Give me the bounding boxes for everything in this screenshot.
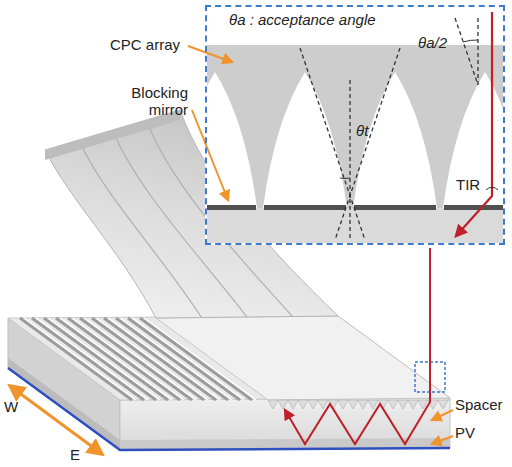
part-label: W	[4, 398, 18, 415]
inset-heading: θa : acceptance angle	[229, 11, 376, 28]
leader-arrow	[432, 410, 453, 420]
part-label: TIR	[456, 176, 480, 193]
inset-box: θa : acceptance angle	[205, 5, 505, 245]
part-label: CPC array	[110, 36, 180, 53]
part-label: Spacer	[455, 396, 503, 413]
direction-arrow	[10, 386, 102, 454]
cpc-sheet	[156, 316, 450, 400]
inset-cpc	[207, 12, 503, 243]
part-label: E	[70, 446, 80, 463]
light-ray	[285, 248, 430, 444]
front-face	[120, 398, 450, 450]
part-label: θt	[356, 122, 368, 139]
part-label: PV	[455, 424, 475, 441]
slab	[8, 316, 450, 450]
top-face	[8, 316, 450, 400]
leader-arrow	[188, 46, 232, 62]
cpc-teeth	[268, 400, 450, 409]
inset-background	[205, 5, 505, 245]
part-label: θa/2	[418, 34, 447, 51]
leader-arrow	[432, 436, 453, 444]
leader-arrow	[192, 110, 228, 200]
part-label: Blocking mirror	[92, 84, 188, 118]
